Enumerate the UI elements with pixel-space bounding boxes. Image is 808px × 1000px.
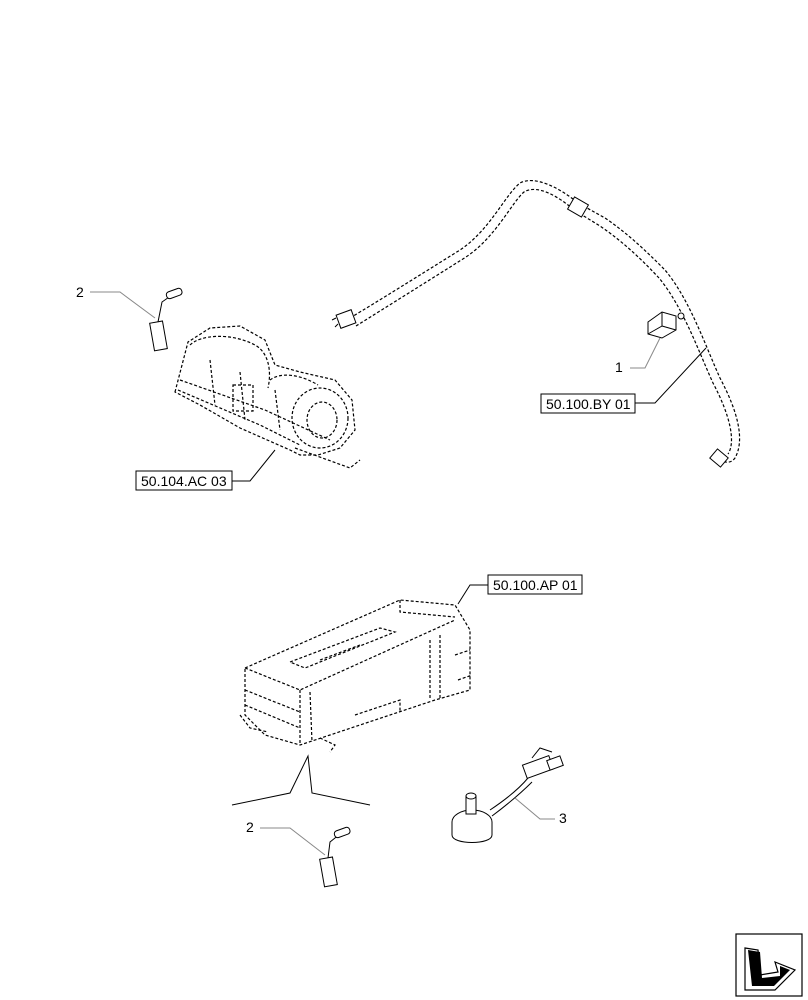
pipe-sleeve — [566, 196, 590, 218]
pipe-end-fitting-right — [709, 448, 729, 468]
next-page-arrow-icon[interactable] — [735, 933, 803, 997]
reference-label: 50.100.AP 01 — [493, 577, 578, 593]
reference-label: 50.100.BY 01 — [546, 396, 631, 412]
pressure-switch-part — [647, 311, 685, 339]
callout-2-top: 2 — [76, 284, 156, 319]
callout-label: 2 — [76, 284, 84, 300]
callout-3: 3 — [514, 797, 567, 826]
blower-assembly — [174, 325, 361, 469]
temperature-sensor-part-bottom — [319, 826, 351, 888]
callout-1: 1 — [615, 337, 661, 375]
heater-box-assembly — [239, 599, 473, 753]
reference-box-blower[interactable]: 50.104.AC 03 — [135, 449, 276, 491]
reference-box-pipe[interactable]: 50.100.BY 01 — [540, 347, 707, 414]
pipe-assembly — [331, 179, 741, 468]
callout-label: 1 — [615, 359, 623, 375]
reference-box-heater[interactable]: 50.100.AP 01 — [457, 574, 583, 605]
callout-label: 3 — [559, 810, 567, 826]
pipe-end-fitting-left — [331, 309, 357, 329]
potentiometer-part — [451, 747, 564, 843]
reference-label: 50.104.AC 03 — [141, 473, 227, 489]
bracket-leader — [231, 754, 371, 806]
callout-label: 2 — [246, 819, 254, 835]
temperature-sensor-part-top — [149, 287, 183, 352]
callout-2-bottom: 2 — [246, 819, 326, 856]
